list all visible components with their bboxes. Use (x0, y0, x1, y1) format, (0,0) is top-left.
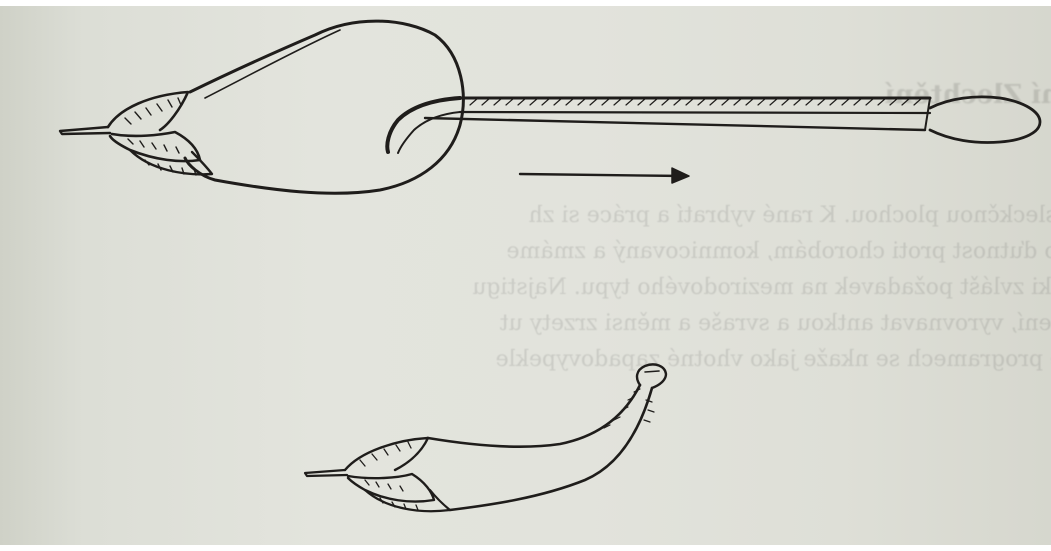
arrow-right-icon (520, 168, 689, 183)
flower-icon (305, 364, 666, 511)
flower-with-tube-icon (60, 21, 1040, 193)
